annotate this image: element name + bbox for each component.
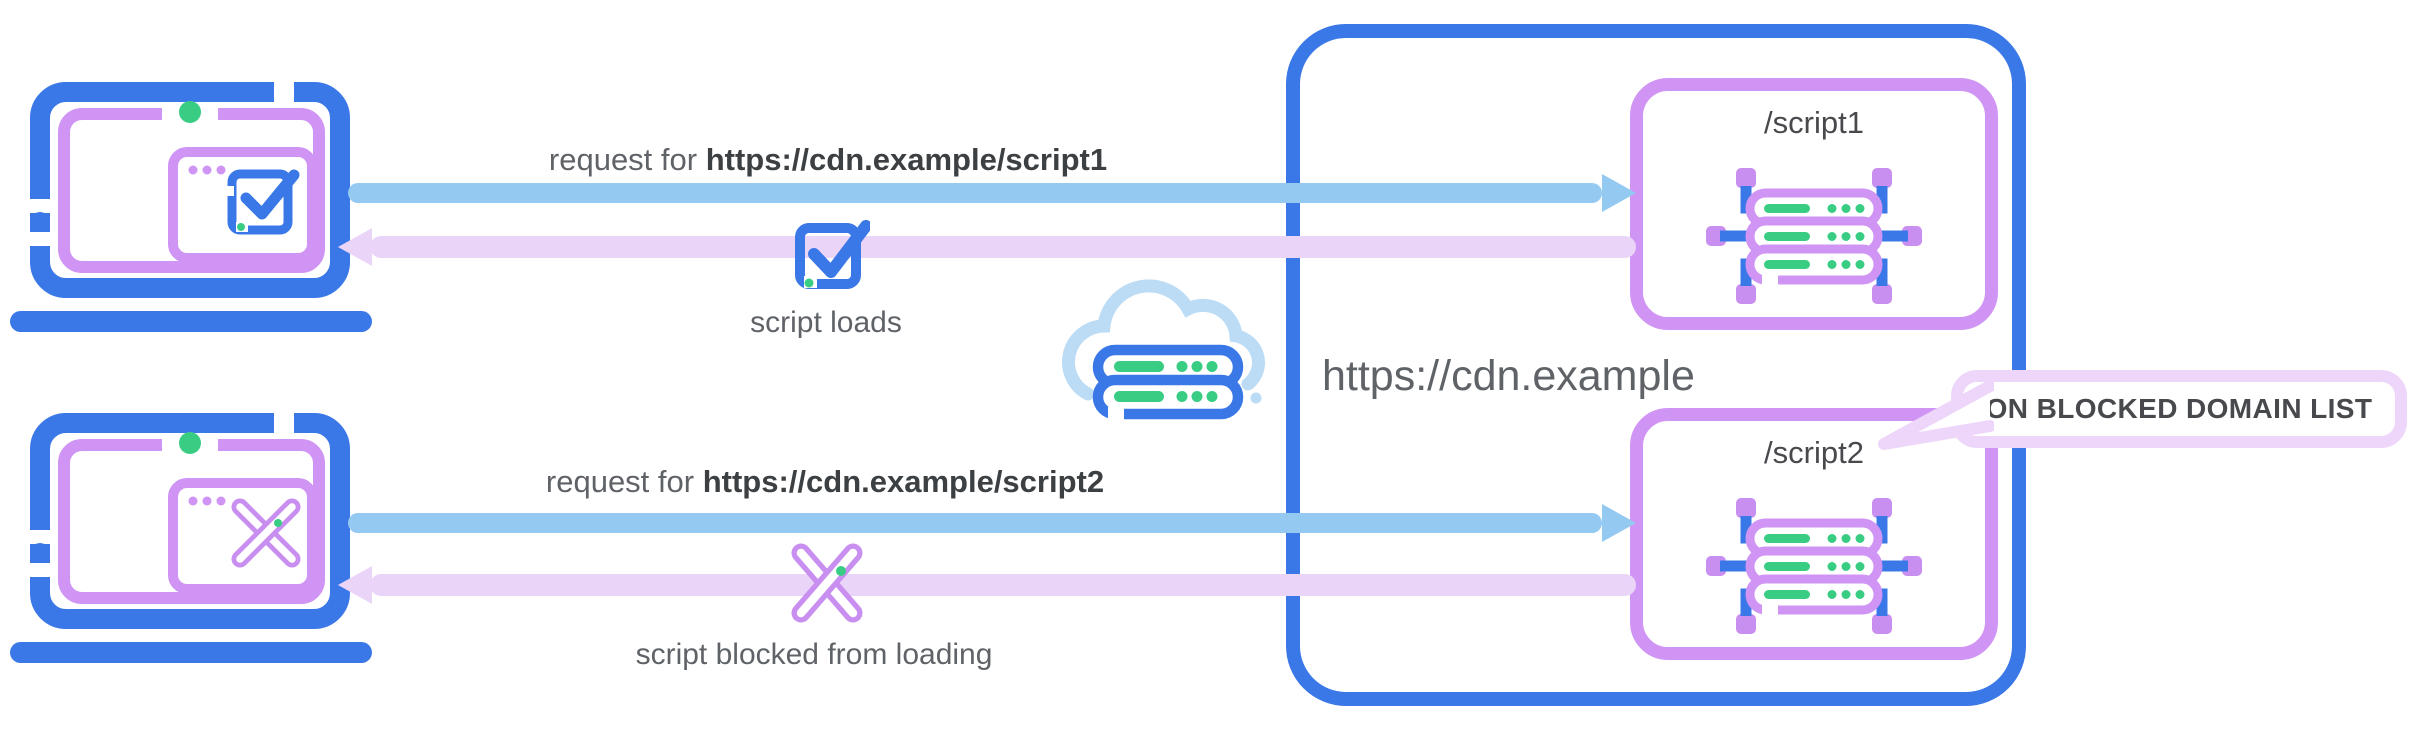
request1-label: request for https://cdn.example/script1 bbox=[549, 142, 1107, 178]
request2-arrow bbox=[348, 513, 1602, 533]
response1-arrow bbox=[370, 236, 1636, 258]
request1-arrow bbox=[348, 183, 1602, 203]
server-stack-icon bbox=[1706, 498, 1922, 634]
cloud-server-icon bbox=[1062, 279, 1265, 420]
blocked-domain-callout: ON BLOCKED DOMAIN LIST bbox=[1951, 370, 2407, 448]
response1-caption: script loads bbox=[750, 306, 902, 339]
blocked-cross-icon bbox=[791, 543, 863, 623]
server-stack-icon bbox=[1706, 168, 1922, 304]
response2-caption: script blocked from loading bbox=[635, 638, 993, 671]
request2-url: https://cdn.example/script2 bbox=[702, 464, 1105, 499]
script1-path-label: /script1 bbox=[1764, 105, 1864, 140]
response1-arrowhead bbox=[338, 228, 372, 266]
callout-tail bbox=[1878, 380, 1994, 450]
script2-path-label: /script2 bbox=[1764, 435, 1864, 470]
laptop-check-icon bbox=[10, 80, 372, 332]
cdn-domain-label: https://cdn.example bbox=[1322, 352, 1695, 400]
response2-arrowhead bbox=[338, 566, 372, 604]
request1-prefix: request for bbox=[548, 142, 706, 177]
response2-arrow bbox=[370, 574, 1636, 596]
request1-url: https://cdn.example/script1 bbox=[705, 142, 1108, 177]
request1-arrowhead bbox=[1602, 174, 1636, 212]
request2-label: request for https://cdn.example/script2 bbox=[546, 464, 1104, 500]
request2-arrowhead bbox=[1602, 504, 1636, 542]
laptop-cross-icon bbox=[10, 411, 372, 663]
script1-endpoint-box: /script1 bbox=[1630, 78, 1998, 330]
request2-prefix: request for bbox=[545, 464, 703, 499]
blocked-domain-callout-label: ON BLOCKED DOMAIN LIST bbox=[1985, 393, 2373, 424]
check-square-icon bbox=[795, 220, 870, 289]
